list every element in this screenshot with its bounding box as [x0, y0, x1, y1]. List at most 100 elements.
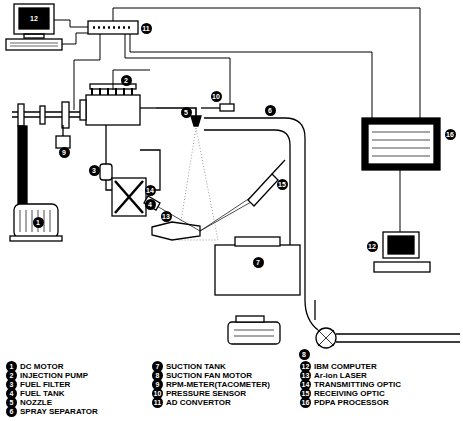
key-text: SUCTION TANK	[166, 362, 226, 371]
key-text: RPM-METER(TACOMETER)	[166, 380, 270, 389]
ibm-computer-part	[388, 236, 414, 254]
suction-tank-part	[215, 245, 300, 295]
injection-pump-part	[80, 100, 86, 120]
key-text: SUCTION FAN MOTOR	[166, 371, 252, 380]
ibm-computer-part	[24, 34, 44, 38]
callout-number: 12	[367, 241, 378, 252]
ad-convertor	[88, 21, 138, 34]
ibm-computer-part	[374, 262, 430, 272]
tachometer	[56, 125, 70, 148]
callout-number: 4	[145, 199, 156, 210]
key-text: TRANSMITTING OPTIC	[314, 380, 401, 389]
fuel-tank-part	[115, 181, 143, 213]
transmitting-optic-part	[144, 196, 160, 210]
ibm-computer	[374, 232, 430, 272]
callout-number: 3	[89, 165, 100, 176]
injection-pump-part	[86, 95, 140, 125]
key-text: FUEL TANK	[20, 389, 65, 398]
callout-number: 2	[121, 75, 132, 86]
pdpa-processor-part	[368, 124, 434, 164]
key-text: NOZZLE	[20, 398, 52, 407]
suction-tank-part	[235, 237, 280, 246]
callout-number: 10	[211, 91, 222, 102]
pdpa-processor	[362, 118, 440, 170]
injection-pump-part	[140, 107, 156, 108]
ar-ion-laser-part	[155, 205, 200, 231]
key-text: Ar-ion LASER	[314, 371, 367, 380]
spray-separator-duct-part	[204, 118, 305, 300]
fuel-filter	[100, 125, 112, 190]
spray-separator-duct-part	[204, 130, 290, 245]
injection-pump	[80, 84, 156, 125]
key-number: 16	[300, 397, 311, 408]
nozzle-part	[191, 116, 201, 126]
key-number: 6	[6, 406, 17, 417]
key-text: PRESSURE SENSOR	[166, 389, 246, 398]
receiving-optic-part	[248, 174, 278, 206]
callout-number: 8	[299, 349, 310, 360]
key-number: 11	[152, 397, 163, 408]
key-text: DC MOTOR	[20, 362, 63, 371]
transmitting-optic	[144, 196, 160, 210]
callout-number: 11	[141, 23, 152, 34]
key-text: SPRAY SEPARATOR	[20, 407, 98, 416]
drive-shaft-part	[40, 106, 45, 124]
ibm-computer-part	[383, 232, 419, 258]
pdpa-processor-part	[362, 118, 440, 170]
signal-wires-part	[113, 8, 420, 118]
ibm-computer-part	[14, 4, 54, 34]
ibm-computer-part	[19, 8, 49, 29]
nozzle	[191, 116, 201, 126]
suction-tank	[215, 237, 300, 295]
pressure-sensor	[201, 104, 234, 111]
callout-number: 9	[59, 147, 70, 158]
tachometer-part	[62, 125, 63, 136]
ar-ion-laser-part	[200, 198, 258, 231]
fuel-filter-part	[100, 164, 112, 180]
drive-shaft-part	[62, 102, 69, 128]
belt	[18, 126, 27, 204]
signal-wires-part	[113, 70, 150, 90]
key-text: INJECTION PUMP	[20, 371, 88, 380]
pressure-sensor-part	[201, 107, 220, 108]
callout-number: 14	[145, 185, 156, 196]
rpm-device-part	[234, 330, 274, 336]
ad-convertor-part	[93, 26, 133, 29]
fuel-tank-part	[112, 178, 146, 216]
fuel-tank	[112, 150, 160, 216]
ibm-computer-part	[6, 39, 62, 50]
signal-wires-part	[400, 170, 401, 240]
ibm-computer-part	[10, 43, 58, 46]
signal-wires-part	[130, 34, 372, 118]
suction-fan-motor-part	[318, 330, 334, 346]
rpm-device-part	[236, 316, 264, 322]
spray-separator-duct	[204, 118, 318, 330]
drive-shaft	[12, 102, 80, 128]
signal-wires-part	[125, 34, 230, 104]
belt-part	[18, 126, 27, 204]
dc-motor-part	[10, 236, 62, 241]
key-text: FUEL FILTER	[20, 380, 70, 389]
callout-number: 15	[277, 179, 288, 190]
key-text: RECEIVING OPTIC	[314, 389, 385, 398]
signal-wires-part	[54, 20, 88, 27]
suction-fan-motor-part	[336, 334, 460, 342]
key-text: IBM COMPUTER	[314, 362, 377, 371]
callout-number: 7	[253, 257, 264, 268]
callout-number: 6	[265, 105, 276, 116]
rpm-device	[228, 316, 280, 344]
dc-motor	[10, 204, 62, 241]
spray-separator-duct-part	[305, 300, 318, 330]
dc-motor-part	[14, 204, 58, 238]
callout-number: 12	[29, 13, 40, 24]
callout-number: 5	[181, 107, 192, 118]
callout-number: 13	[161, 211, 172, 222]
ar-ion-laser-part	[152, 222, 200, 240]
callout-number: 1	[33, 217, 44, 228]
pdpa-processor-part	[372, 132, 430, 156]
suction-fan-motor-part	[316, 328, 336, 348]
suction-fan-motor-part	[314, 300, 315, 320]
key-text: PDPA PROCESSOR	[314, 398, 389, 407]
